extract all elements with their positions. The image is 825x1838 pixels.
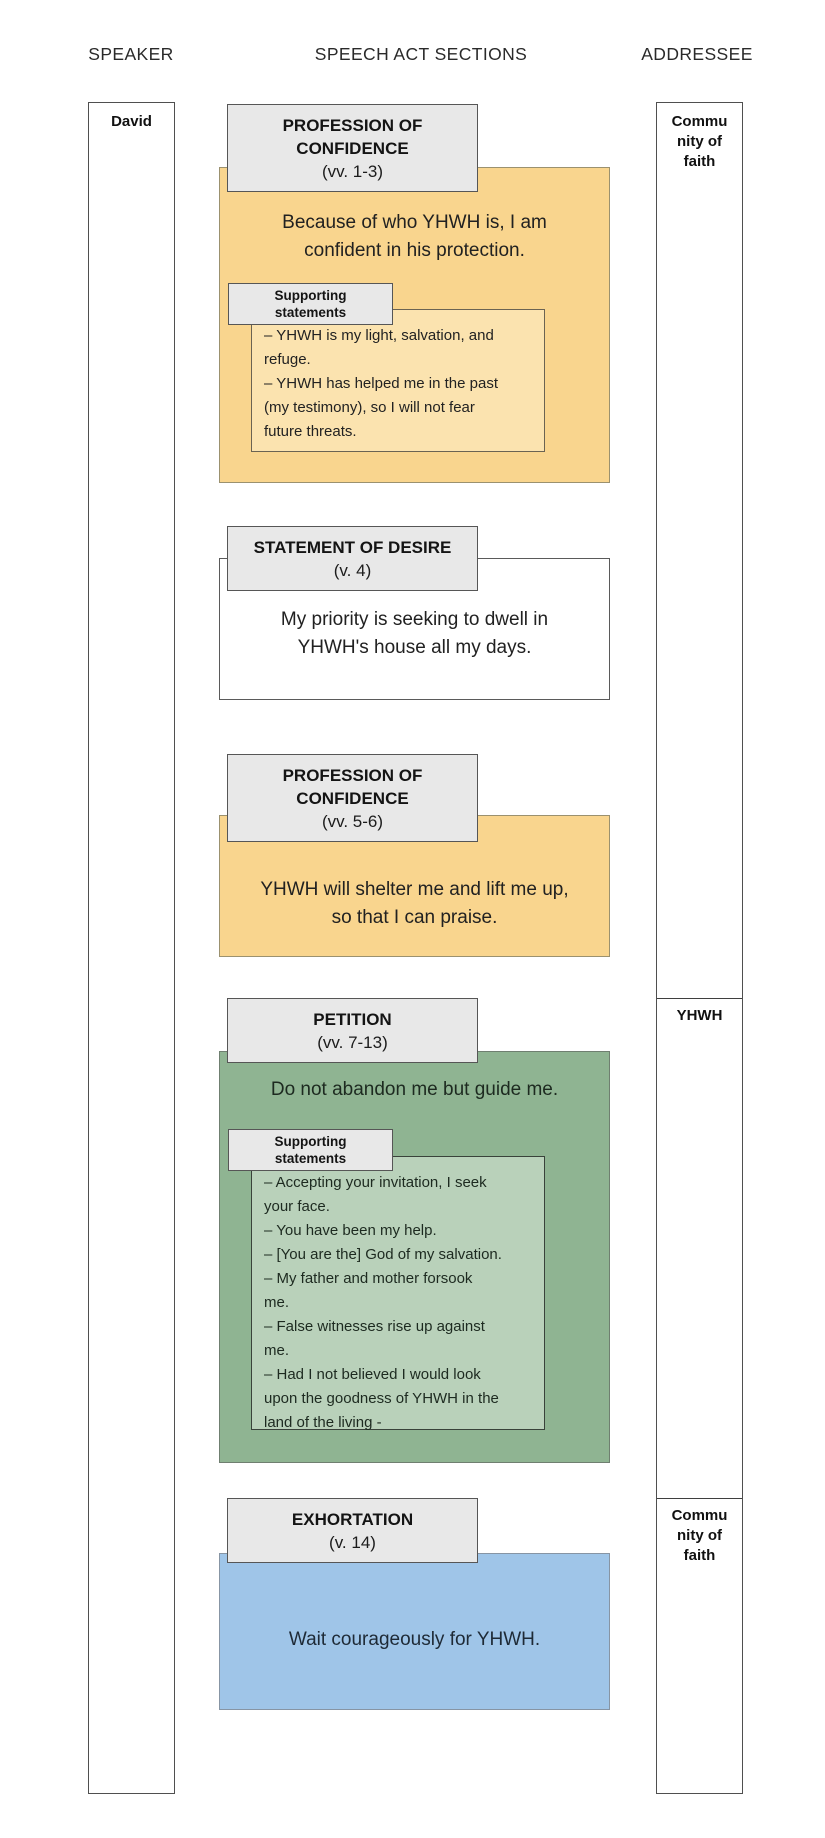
column-header-speech-act-sections: SPEECH ACT SECTIONS <box>314 44 528 64</box>
addressee-segment-divider-1 <box>657 998 742 999</box>
list-item: – YHWH is my light, salvation, and refug… <box>264 327 494 368</box>
addressee-label-community-bottom: Commu nity of faith <box>671 1507 728 1564</box>
addressee-column: Commu nity of faith YHWH Commu nity of f… <box>656 102 743 1794</box>
addressee-label-community-top: Commu nity of faith <box>671 113 728 170</box>
list-item: – My father and mother forsook me. <box>264 1270 473 1311</box>
section-profession-2-title: PROFESSION OF CONFIDENCE <box>282 766 423 808</box>
section-petition-title: PETITION <box>313 1010 392 1029</box>
list-item: – YHWH has helped me in the past (my tes… <box>264 375 499 440</box>
list-item: – You have been my help. <box>264 1222 437 1239</box>
list-item: – False witnesses rise up against me. <box>264 1318 485 1359</box>
section-profession-1-verses: (vv. 1-3) <box>321 162 384 181</box>
section-profession-1-supporting-label: Supporting statements <box>228 283 393 325</box>
section-profession-2-verses: (vv. 5-6) <box>321 812 384 831</box>
section-exhortation-title: EXHORTATION <box>291 1510 414 1529</box>
addressee-label-yhwh: YHWH <box>676 1007 723 1024</box>
section-exhortation-main-text: Wait courageously for YHWH. <box>288 1629 541 1650</box>
list-item: – Had I not believed I would look upon t… <box>264 1366 499 1431</box>
section-desire-verses: (v. 4) <box>333 561 372 580</box>
section-profession-1-main-text: Because of who YHWH is, I am confident i… <box>282 212 547 261</box>
section-profession-1-title: PROFESSION OF CONFIDENCE <box>282 116 423 158</box>
addressee-segment-divider-2 <box>657 1498 742 1499</box>
section-petition-verses: (vv. 7-13) <box>317 1033 388 1052</box>
section-desire-title: STATEMENT OF DESIRE <box>253 538 452 557</box>
section-profession-1-supporting-box: – YHWH is my light, salvation, and refug… <box>251 309 545 452</box>
speaker-label: David <box>111 113 152 130</box>
list-item: – Accepting your invitation, I seek your… <box>264 1174 487 1215</box>
section-profession-1-header: PROFESSION OF CONFIDENCE (vv. 1-3) <box>227 104 478 192</box>
section-profession-1-body: Because of who YHWH is, I am confident i… <box>219 167 610 483</box>
speaker-column: David <box>88 102 175 1794</box>
section-petition-header: PETITION (vv. 7-13) <box>227 998 478 1063</box>
column-header-speaker: SPEAKER <box>88 44 174 64</box>
section-profession-2-main-text: YHWH will shelter me and lift me up, so … <box>260 879 569 928</box>
section-desire-header: STATEMENT OF DESIRE (v. 4) <box>227 526 478 591</box>
section-exhortation-verses: (v. 14) <box>329 1533 376 1552</box>
section-petition-body: Do not abandon me but guide me. Supporti… <box>219 1051 610 1463</box>
section-petition-main-text: Do not abandon me but guide me. <box>270 1079 559 1100</box>
section-petition-supporting-label: Supporting statements <box>228 1129 393 1171</box>
list-item: – [You are the] God of my salvation. <box>264 1246 502 1263</box>
column-header-addressee: ADDRESSEE <box>641 44 753 64</box>
section-profession-2-header: PROFESSION OF CONFIDENCE (vv. 5-6) <box>227 754 478 842</box>
section-desire-main-text: My priority is seeking to dwell in YHWH'… <box>280 609 549 658</box>
section-exhortation-body: Wait courageously for YHWH. <box>219 1553 610 1710</box>
section-petition-supporting-box: – Accepting your invitation, I seek your… <box>251 1156 545 1431</box>
section-exhortation-header: EXHORTATION (v. 14) <box>227 1498 478 1563</box>
